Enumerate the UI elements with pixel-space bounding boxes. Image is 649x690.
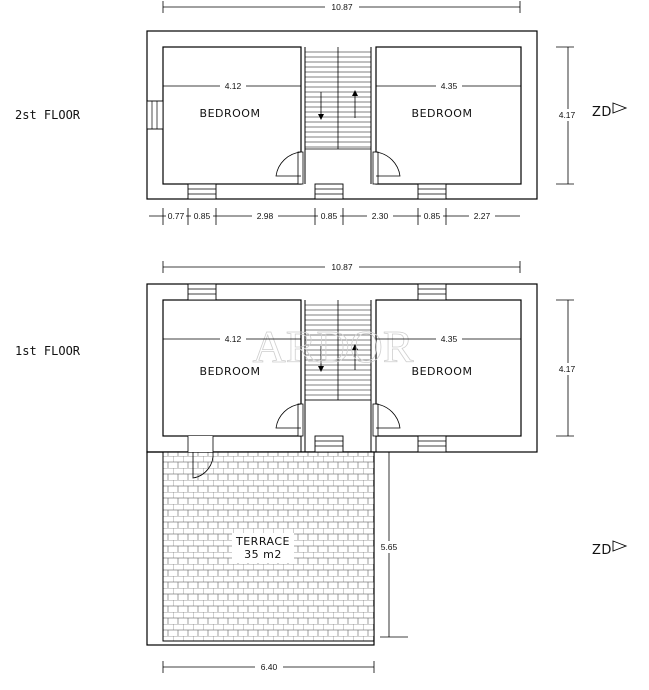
terrace-label: TERRACE — [235, 535, 290, 548]
second-floor-left-room-width: 4.12 — [225, 81, 242, 91]
second-floor-right-room-name: BEDROOM — [412, 107, 473, 120]
watermark: ARDOR — [252, 321, 414, 373]
first-floor-left-room-width: 4.12 — [225, 334, 242, 344]
second-floor-left-door — [275, 151, 304, 185]
terrace: TERRACE 35 m2 — [146, 451, 375, 646]
terrace-length-label: 5.65 — [381, 542, 398, 552]
second-floor-windows — [146, 100, 447, 200]
second-floor-label: 2st FLOOR — [15, 108, 81, 122]
first-floor-right-room-name: BEDROOM — [412, 365, 473, 378]
compass-icon-bottom: ZD — [592, 540, 628, 558]
dim-segment: 0.77 — [168, 211, 185, 221]
dim-segment: 2.30 — [372, 211, 389, 221]
dim-segment: 0.85 — [321, 211, 338, 221]
first-floor-left-door — [275, 403, 304, 437]
second-floor-bottom-dimensions: 0.77 0.85 2.98 0.85 2.30 0.85 2.27 — [149, 208, 520, 225]
second-floor-right-room-width: 4.35 — [441, 81, 458, 91]
first-floor: 10.87 TERRACE 35 m2 — [15, 261, 628, 673]
first-floor-windows — [187, 283, 447, 453]
first-floor-width-label: 10.87 — [331, 262, 353, 272]
first-floor-overall-dimension: 10.87 — [162, 261, 521, 273]
first-floor-label: 1st FLOOR — [15, 344, 81, 358]
first-floor-depth-label: 4.17 — [559, 364, 576, 374]
first-floor-left-room-name: BEDROOM — [200, 365, 261, 378]
second-floor-overall-dimension: 10.87 — [162, 1, 521, 13]
second-floor-right-door — [372, 151, 401, 185]
terrace-door — [187, 436, 214, 479]
svg-text:ZD: ZD — [592, 543, 612, 558]
first-floor-right-room-width: 4.35 — [441, 334, 458, 344]
dim-segment: 0.85 — [194, 211, 211, 221]
dim-segment: 0.85 — [424, 211, 441, 221]
second-floor-width-label: 10.87 — [331, 2, 353, 12]
dim-segment: 2.98 — [257, 211, 274, 221]
second-floor-depth-label: 4.17 — [559, 110, 576, 120]
svg-text:ARDOR: ARDOR — [252, 321, 413, 372]
second-floor-left-room-name: BEDROOM — [200, 107, 261, 120]
terrace-area: 35 m2 — [244, 548, 282, 561]
first-floor-right-door — [372, 403, 401, 437]
terrace-width-label: 6.40 — [261, 662, 278, 672]
second-floor: 10.87 — [15, 1, 628, 225]
dim-segment: 2.27 — [474, 211, 491, 221]
svg-text:ZD: ZD — [592, 105, 612, 120]
compass-icon-top: ZD — [592, 102, 628, 120]
